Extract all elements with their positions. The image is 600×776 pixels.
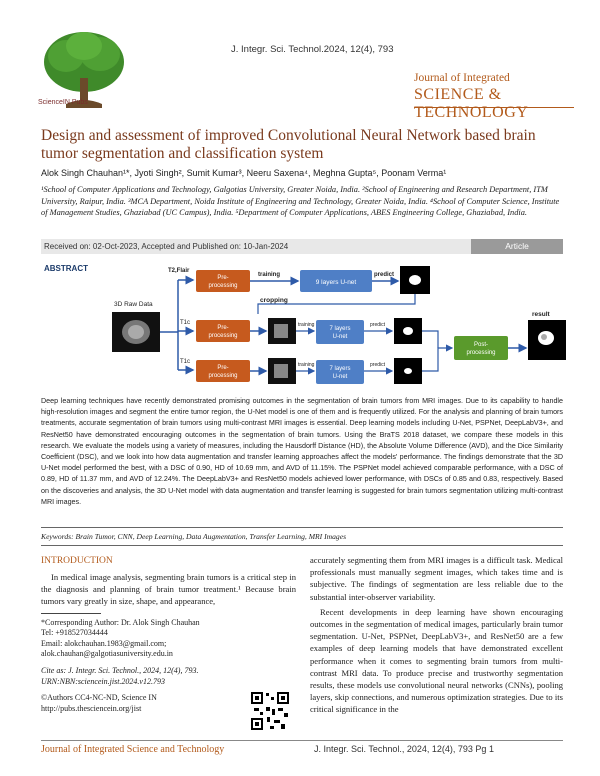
svg-text:U-net: U-net	[333, 374, 348, 380]
t2flair-label: T2,Flair	[168, 268, 190, 274]
svg-text:7 layers: 7 layers	[329, 326, 350, 332]
raw-data-label: 3D Raw Data	[114, 301, 153, 308]
intro-continued-paragraph: accurately segmenting them from MRI imag…	[310, 555, 563, 602]
affiliations: ¹School of Computer Applications and Tec…	[41, 185, 560, 218]
footer-journal-name: Journal of Integrated Science and Techno…	[41, 744, 225, 755]
abstract-text: Deep learning techniques have recently d…	[41, 397, 563, 506]
journal-url[interactable]: http://pubs.thesciencein.org/jist	[41, 703, 142, 713]
preprocess-box-1	[196, 270, 250, 292]
keywords-top-rule	[41, 527, 563, 528]
brand-underline	[414, 107, 574, 108]
result-label: result	[532, 311, 551, 318]
left-column: INTRODUCTION In medical image analysis, …	[41, 556, 296, 714]
author-telephone: Tel: +918527034444	[41, 628, 108, 638]
t1c-label-a: T1c	[180, 320, 190, 326]
keywords-bottom-rule	[41, 545, 563, 546]
abstract-label: ABSTRACT	[44, 264, 88, 273]
logo-caption: ScienceIN Pubs	[38, 99, 88, 106]
received-dates: Received on: 02-Oct-2023, Accepted and P…	[41, 239, 471, 254]
right-column: accurately segmenting them from MRI imag…	[310, 554, 563, 716]
svg-text:7 layers: 7 layers	[329, 366, 350, 372]
training-label-mid: training	[298, 322, 315, 328]
intro-paragraph-1: In medical image analysis, segmenting br…	[41, 572, 296, 607]
svg-text:Post-: Post-	[474, 342, 488, 348]
svg-text:processing: processing	[208, 333, 237, 339]
unet7-box-2	[316, 360, 364, 384]
predict-label-bottom: predict	[370, 362, 386, 368]
svg-text:processing: processing	[208, 283, 237, 289]
cite-as: Cite as: J. Integr. Sci. Technol., 2024,…	[41, 665, 199, 675]
svg-text:processing: processing	[208, 373, 237, 379]
t1c-label-b: T1c	[180, 359, 190, 365]
journal-brand-line1: Journal of Integrated	[414, 72, 510, 84]
corresponding-author: *Corresponding Author: Dr. Alok Singh Ch…	[41, 617, 200, 627]
footnote-rule	[41, 612, 101, 614]
introduction-heading: INTRODUCTION	[41, 556, 113, 566]
graphical-abstract-diagram: 3D Raw Data T2,Flair T1c T1c Pre- proces…	[112, 266, 566, 384]
training-label-top: training	[258, 272, 280, 278]
author-email-1[interactable]: Email: alokchauhan.1983@gmail.com;	[41, 638, 167, 648]
predict-label-mid: predict	[370, 322, 386, 328]
footer-page-info: J. Integr. Sci. Technol., 2024, 12(4), 7…	[314, 744, 494, 754]
svg-text:Pre-: Pre-	[217, 325, 228, 331]
training-label-bottom: training	[298, 362, 315, 368]
preprocess-box-3	[196, 360, 250, 382]
predict-label-top: predict	[374, 272, 394, 278]
journal-logo	[44, 32, 124, 108]
svg-text:Pre-: Pre-	[217, 365, 228, 371]
unet9-box	[300, 270, 372, 292]
svg-text:9 layers U-net: 9 layers U-net	[316, 279, 357, 286]
unet7-box-1	[316, 320, 364, 344]
svg-text:U-net: U-net	[333, 334, 348, 340]
article-title: Design and assessment of improved Convol…	[41, 127, 536, 162]
copyright: ©Authors CC4-NC-ND, Science IN	[41, 693, 157, 703]
svg-text:Pre-: Pre-	[217, 275, 228, 281]
author-email-2[interactable]: alok.chauhan@galgotiasuniversity.edu.in	[41, 649, 173, 659]
footer-rule	[41, 740, 563, 741]
author-list: Alok Singh Chauhan¹*, Jyoti Singh², Sumi…	[41, 168, 447, 178]
cropping-label: cropping	[260, 297, 288, 304]
qr-code-icon	[250, 691, 290, 731]
article-type-badge: Article	[471, 239, 563, 254]
journal-citation-header: J. Integr. Sci. Technol.2024, 12(4), 793	[231, 44, 394, 55]
journal-brand-line2: SCIENCE & TECHNOLOGY	[414, 86, 529, 121]
postprocess-box	[454, 336, 508, 360]
intro-paragraph-2: Recent developments in deep learning hav…	[310, 606, 563, 715]
preprocess-box-2	[196, 320, 250, 342]
keywords: Keywords: Brain Tumor, CNN, Deep Learnin…	[41, 532, 347, 541]
publication-dates-bar: Received on: 02-Oct-2023, Accepted and P…	[41, 239, 563, 254]
urn: URN:NBN:sciencein.jist.2024.v12.793	[41, 676, 165, 686]
svg-text:processing: processing	[466, 350, 495, 356]
